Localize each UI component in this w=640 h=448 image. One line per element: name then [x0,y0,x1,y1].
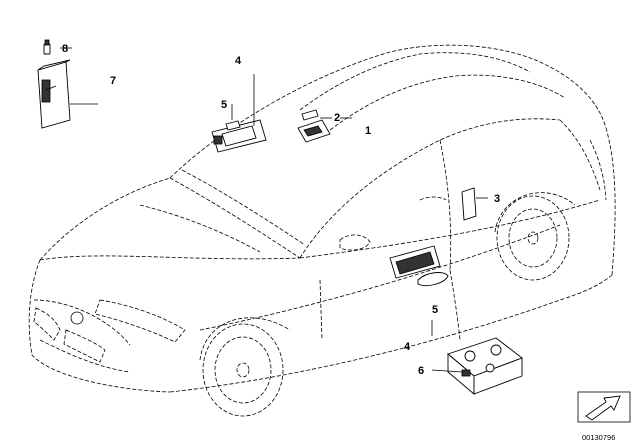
callout-4-top: 4 [235,55,242,67]
callout-4-bottom: 4 [404,341,411,353]
document-number: 00130796 [582,433,615,442]
leader-lines [60,47,488,373]
door-light-part-3 [461,187,477,221]
interior-light-part-4 [211,119,267,153]
control-module-part-6 [447,337,523,395]
callout-5-bottom: 5 [432,304,438,316]
arrow-icon [577,391,631,423]
callout-2: 2 [334,112,340,124]
callout-5-top: 5 [221,99,227,111]
door-lamp-part-4 [389,245,449,287]
lamp-part-7 [37,59,71,129]
bulb-part-8 [43,39,51,55]
callout-7: 7 [110,75,116,87]
callout-1: 1 [365,125,371,137]
callout-8: 8 [62,43,68,55]
callout-3: 3 [494,193,500,205]
callout-6: 6 [418,365,424,377]
reading-lamp-part-2 [297,109,331,143]
car-outline [28,44,616,417]
